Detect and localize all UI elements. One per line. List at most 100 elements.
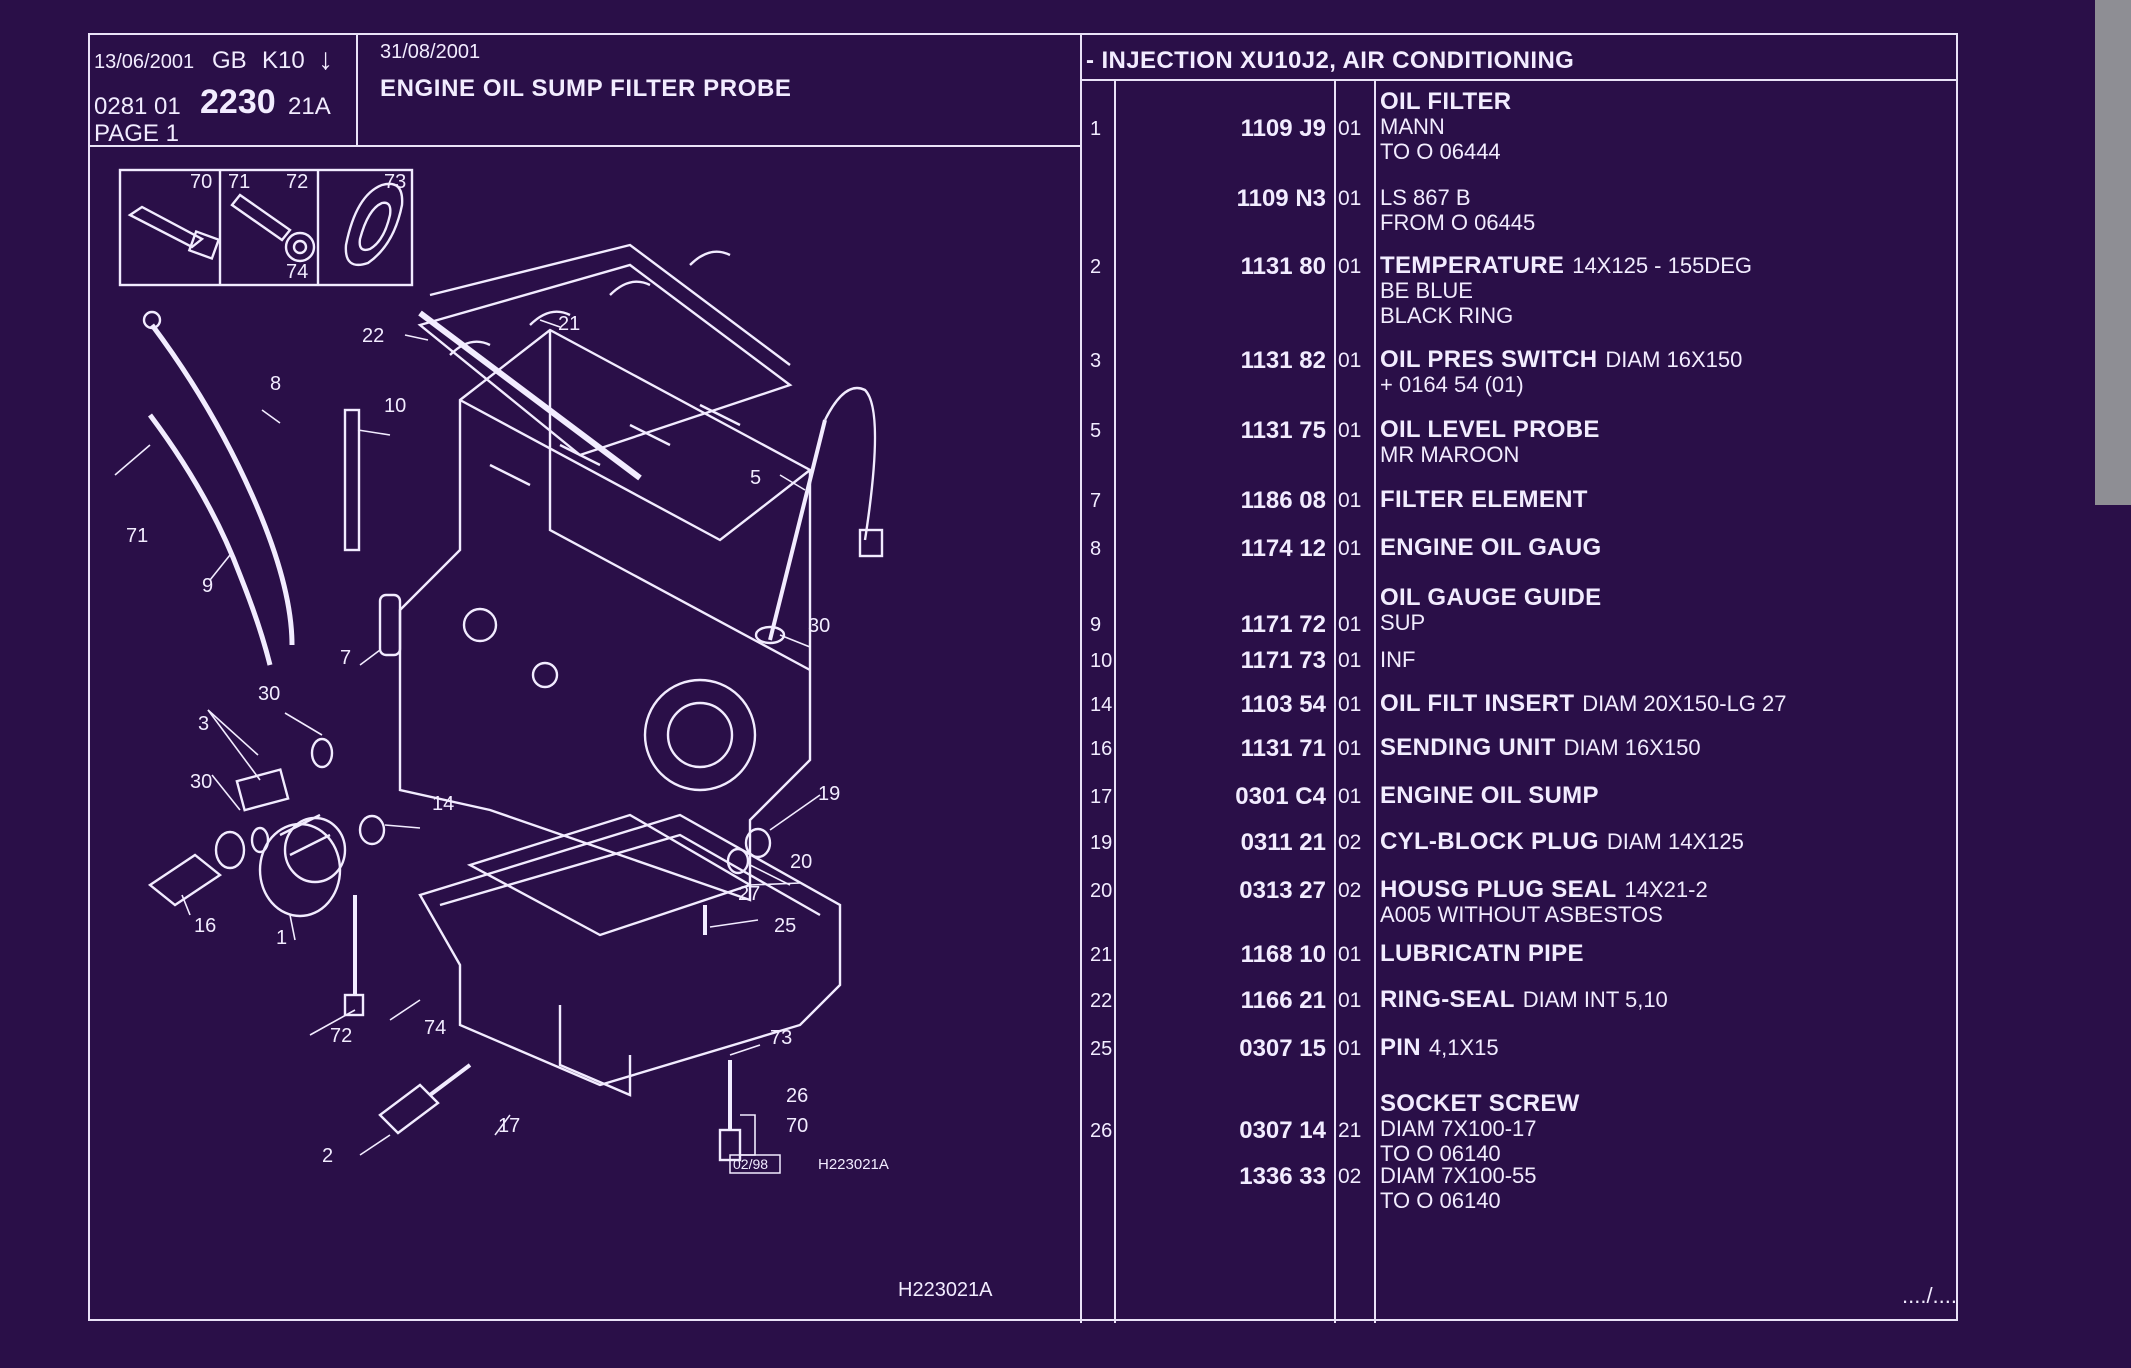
part-detail-line: BE BLUE (1380, 278, 1473, 303)
diagram-callout: 5 (750, 467, 762, 489)
part-quantity: 01 (1338, 1037, 1362, 1060)
part-reference: 1174 12 (1240, 535, 1326, 562)
part-quantity: 01 (1338, 613, 1362, 636)
diagram-callout: 17 (498, 1115, 521, 1137)
part-name: FILTER ELEMENT (1380, 486, 1588, 513)
language-code: GB (212, 47, 247, 74)
page-title: ENGINE OIL SUMP FILTER PROBE (380, 75, 792, 102)
part-spec: 4,1X15 (1428, 1035, 1499, 1060)
part-detail-line: + 0164 54 (01) (1380, 372, 1524, 397)
diagram-callout: 73 (770, 1027, 793, 1049)
diagram-callout: 1 (276, 927, 288, 949)
down-arrow-icon: ↓ (318, 43, 333, 76)
reference-main: 2230 (200, 83, 276, 121)
inset-label-72: 72 (286, 171, 309, 193)
diagram-callout: 20 (790, 851, 813, 873)
part-quantity: 01 (1338, 943, 1362, 966)
part-item-number: 19 (1090, 832, 1113, 854)
col-item-divider (1114, 81, 1116, 1323)
part-spec: DIAM 16X150 (1605, 347, 1743, 372)
bolt-71-72-icon (230, 193, 316, 263)
diagram-callout: 22 (362, 325, 385, 347)
part-name: OIL FILT INSERT (1380, 690, 1575, 717)
dipstick-icon (149, 323, 295, 646)
part-detail-line: TO O 06444 (1380, 139, 1501, 164)
part-name: OIL PRES SWITCH (1380, 346, 1598, 373)
drawing-code-small: H223021A (818, 1156, 889, 1173)
part-reference: 1131 80 (1240, 253, 1326, 280)
diagram-callout: 7 (340, 647, 352, 669)
drawing-stamp: 02/98 (733, 1156, 769, 1172)
part-reference: 1103 54 (1240, 691, 1326, 718)
diagram-callout: 26 (786, 1085, 809, 1107)
part-reference: 1186 08 (1240, 487, 1326, 514)
socket-screw-icon (718, 1060, 742, 1162)
diagram-callout: 30 (190, 771, 213, 793)
catalog-code: K10 (262, 47, 305, 74)
part-reference: 1171 73 (1240, 647, 1326, 674)
diagram-callout: 10 (384, 395, 407, 417)
engine-block-icon (398, 243, 812, 902)
part-detail-line: MR MAROON (1380, 442, 1520, 467)
callout-leaders (114, 319, 821, 1156)
col-qty-divider (1374, 81, 1376, 1323)
part-description: SENDING UNIT DIAM 16X150 (1380, 735, 1701, 760)
part-detail-line: TO O 06140 (1380, 1188, 1501, 1213)
diagram-callout: 14 (432, 793, 455, 815)
part-name: SOCKET SCREW (1380, 1090, 1580, 1117)
part-description: LUBRICATN PIPE (1380, 941, 1584, 966)
diagram-callout: 21 (558, 313, 581, 335)
part-name: RING-SEAL (1380, 986, 1515, 1013)
part-reference: 0307 15 (1239, 1035, 1326, 1062)
filter-element-icon (378, 593, 402, 657)
part-detail-line: A005 WITHOUT ASBESTOS (1380, 902, 1663, 927)
part-reference: 1109 J9 (1240, 115, 1326, 142)
table-left-border (1080, 35, 1082, 1323)
section-title: - INJECTION XU10J2, AIR CONDITIONING (1086, 47, 1575, 74)
header-left-box (90, 35, 358, 147)
part-detail-line: DIAM 7X100-17 (1380, 1116, 1537, 1141)
exploded-engine-diagram (114, 168, 884, 1174)
part-quantity: 01 (1338, 255, 1362, 278)
cylinder-plug-icon (744, 827, 772, 859)
diagram-callout: 74 (424, 1017, 447, 1039)
part-item-number: 7 (1090, 490, 1102, 512)
part-name: CYL-BLOCK PLUG (1380, 828, 1599, 855)
parts-sheet: 13/06/2001 GB K10 ↓ 0281 01 2230 21A PAG… (88, 33, 1958, 1323)
part-detail-line: TO O 06140 (1380, 1141, 1501, 1166)
part-item-number: 25 (1090, 1038, 1113, 1060)
part-reference: 1166 21 (1240, 987, 1326, 1014)
part-detail-line: INF (1380, 647, 1416, 672)
part-reference: 1168 10 (1240, 941, 1326, 968)
diagram-callout: 16 (194, 915, 217, 937)
continuation-mark: ..../.... (1902, 1283, 1958, 1308)
diagram-callout: 27 (738, 883, 761, 905)
part-name: SENDING UNIT (1380, 734, 1556, 761)
part-item-number: 17 (1090, 786, 1113, 808)
inset-label-74: 74 (286, 261, 309, 283)
part-quantity: 01 (1338, 419, 1362, 442)
part-spec: DIAM 20X150-LG 27 (1582, 691, 1787, 716)
part-item-number: 1 (1090, 118, 1102, 140)
part-spec: 14X125 - 155DEG (1572, 253, 1752, 278)
part-detail-line: BLACK RING (1380, 303, 1514, 328)
sending-unit-icon (147, 826, 270, 907)
part-quantity: 01 (1338, 989, 1362, 1012)
part-description: OIL FILT INSERT DIAM 20X150-LG 27 (1380, 691, 1787, 716)
gauge-insert-icon (343, 408, 361, 552)
part-item-number: 5 (1090, 420, 1102, 442)
page-number: PAGE 1 (94, 120, 179, 147)
oil-filter-icon (258, 813, 347, 918)
part-item-number: 9 (1090, 614, 1102, 636)
part-spec: DIAM 16X150 (1563, 735, 1701, 760)
part-item-number: 8 (1090, 538, 1102, 560)
header-title-box (356, 35, 1082, 147)
part-reference: 0313 27 (1239, 877, 1326, 904)
